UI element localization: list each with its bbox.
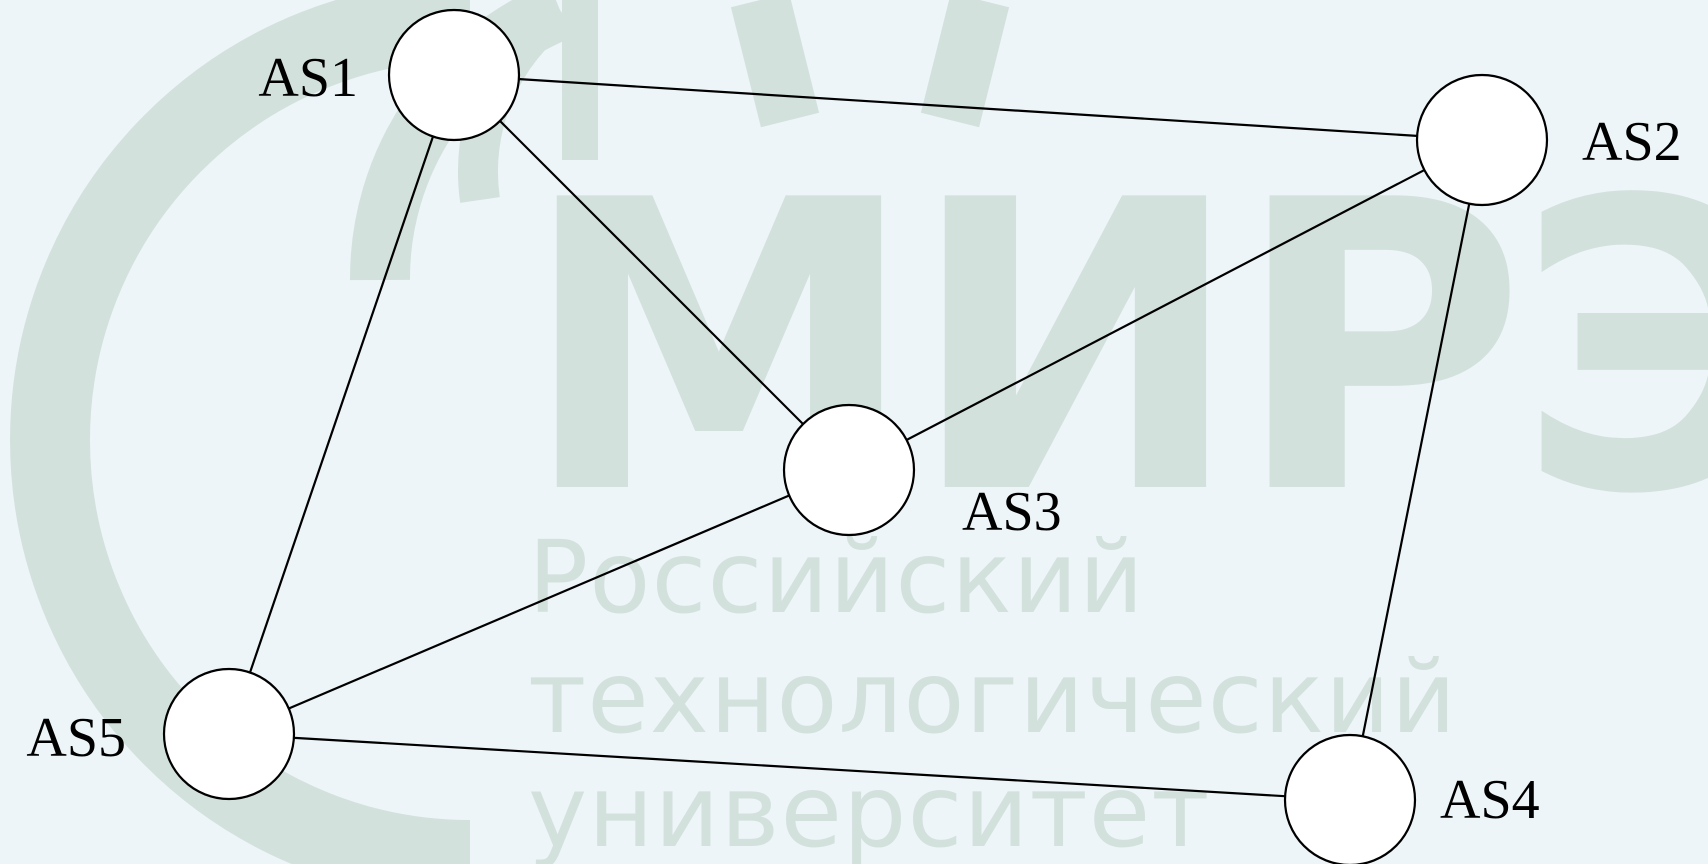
edge-as2-as4 (1348, 139, 1484, 801)
edge-as1-as3 (453, 74, 850, 471)
node-label-as4: AS4 (1440, 769, 1540, 831)
node-label-as3: AS3 (962, 481, 1062, 543)
watermark-line-2: технологический (528, 639, 1458, 756)
node-label-as1: AS1 (258, 47, 358, 109)
node-as5 (162, 667, 296, 801)
node-label-as5: AS5 (26, 707, 126, 769)
edge-as3-as5 (228, 468, 850, 736)
edge-as1-as5 (227, 74, 456, 735)
node-as3 (782, 403, 916, 537)
watermark-line-1: Российский (528, 519, 1145, 636)
watermark-logo-letters: МИРЭ (520, 117, 1708, 582)
graph-edges (227, 73, 1484, 802)
node-as2 (1415, 73, 1549, 207)
edge-as2-as3 (848, 139, 1483, 471)
node-as4 (1283, 733, 1417, 864)
graph-nodes (162, 8, 1549, 864)
watermark-line-3: университет (528, 753, 1211, 864)
node-label-as2: AS2 (1582, 111, 1682, 173)
node-as1 (387, 8, 521, 142)
edge-as5-as4 (228, 732, 1351, 802)
edge-as1-as2 (453, 73, 1483, 142)
